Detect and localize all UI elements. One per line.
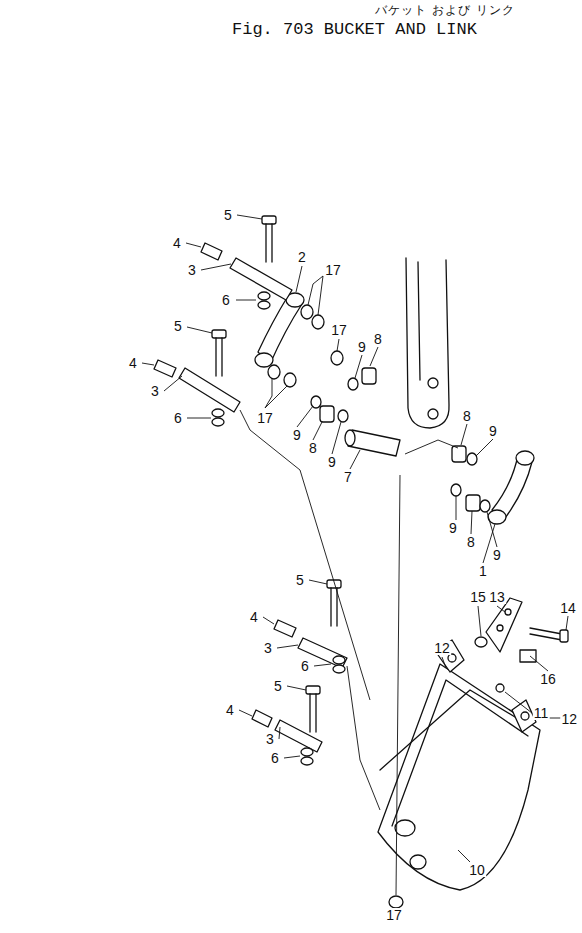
callout-number: 14	[559, 601, 577, 615]
callout-number: 3	[263, 641, 273, 655]
callout-number: 5	[173, 319, 183, 333]
callout-number: 4	[172, 236, 182, 250]
callout-number: 10	[468, 863, 486, 877]
callout-number: 5	[223, 208, 233, 222]
callout-number: 8	[308, 441, 318, 455]
callout-number: 9	[357, 340, 367, 354]
callout-number: 6	[270, 751, 280, 765]
callout-number: 15	[469, 590, 487, 604]
callout-number: 4	[225, 703, 235, 717]
callout-number: 9	[292, 428, 302, 442]
callout-number: 3	[265, 732, 275, 746]
callout-number: 17	[385, 908, 403, 922]
callout-number: 17	[256, 411, 274, 425]
callout-number: 9	[327, 455, 337, 469]
callout-number: 6	[300, 659, 310, 673]
callout-number: 2	[297, 250, 307, 264]
callout-number: 3	[150, 384, 160, 398]
callout-number: 5	[273, 679, 283, 693]
callout-number: 4	[249, 610, 259, 624]
callout-number: 8	[373, 332, 383, 346]
callout-number: 6	[221, 293, 231, 307]
callout-number: 11	[533, 706, 550, 720]
callout-number: 6	[173, 411, 183, 425]
callout-number: 4	[128, 356, 138, 370]
callout-number: 3	[187, 263, 197, 277]
figure-title: Fig. 703 BUCKET AND LINK	[232, 20, 477, 39]
japanese-title: バケット および リンク	[374, 4, 516, 16]
callout-number: 7	[343, 470, 353, 484]
callout-number: 9	[448, 521, 458, 535]
callout-number: 12	[560, 712, 578, 726]
callout-number: 16	[539, 672, 557, 686]
callout-number: 9	[488, 424, 498, 438]
callout-number: 13	[488, 590, 506, 604]
callout-number: 17	[330, 323, 348, 337]
callout-number: 9	[492, 548, 502, 562]
callout-number: 8	[462, 409, 472, 423]
callout-number: 5	[295, 573, 305, 587]
callout-number: 17	[324, 263, 342, 277]
callout-number: 1	[478, 564, 488, 578]
callout-number: 12	[433, 641, 451, 655]
callout-number: 8	[466, 535, 476, 549]
